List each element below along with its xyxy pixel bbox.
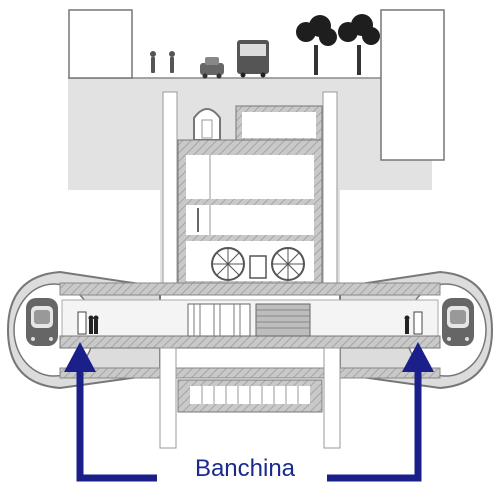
arrow-icon: [327, 342, 434, 482]
shaft-wall-right: [322, 91, 338, 288]
lower-slab: [59, 367, 441, 379]
platform-door-right: [413, 311, 423, 335]
car-icon: [200, 57, 224, 79]
platform-door-left: [77, 311, 87, 335]
ventilation-fan-icon: [211, 247, 245, 281]
bus-icon: [237, 40, 269, 78]
pedestrian-icon: [150, 51, 156, 73]
pedestrian-icon: [169, 51, 175, 73]
lower-basement: [159, 347, 341, 449]
shaft-wall-left: [162, 91, 178, 288]
central-stairs: [187, 303, 311, 337]
tree-icon: [338, 14, 380, 75]
ventilation-fan-icon: [271, 247, 305, 281]
station-box: [177, 105, 323, 289]
train-icon: [26, 298, 58, 346]
building-left: [68, 9, 133, 79]
tree-icon: [296, 15, 337, 75]
platform-label: Banchina: [194, 455, 296, 482]
pedestrian-icon: [88, 315, 99, 334]
pedestrian-icon: [404, 315, 410, 334]
arrow-icon: [64, 342, 157, 482]
upper-slab: [59, 282, 441, 296]
platform-slab: [59, 335, 441, 349]
train-icon: [442, 298, 474, 346]
building-right: [380, 9, 445, 161]
